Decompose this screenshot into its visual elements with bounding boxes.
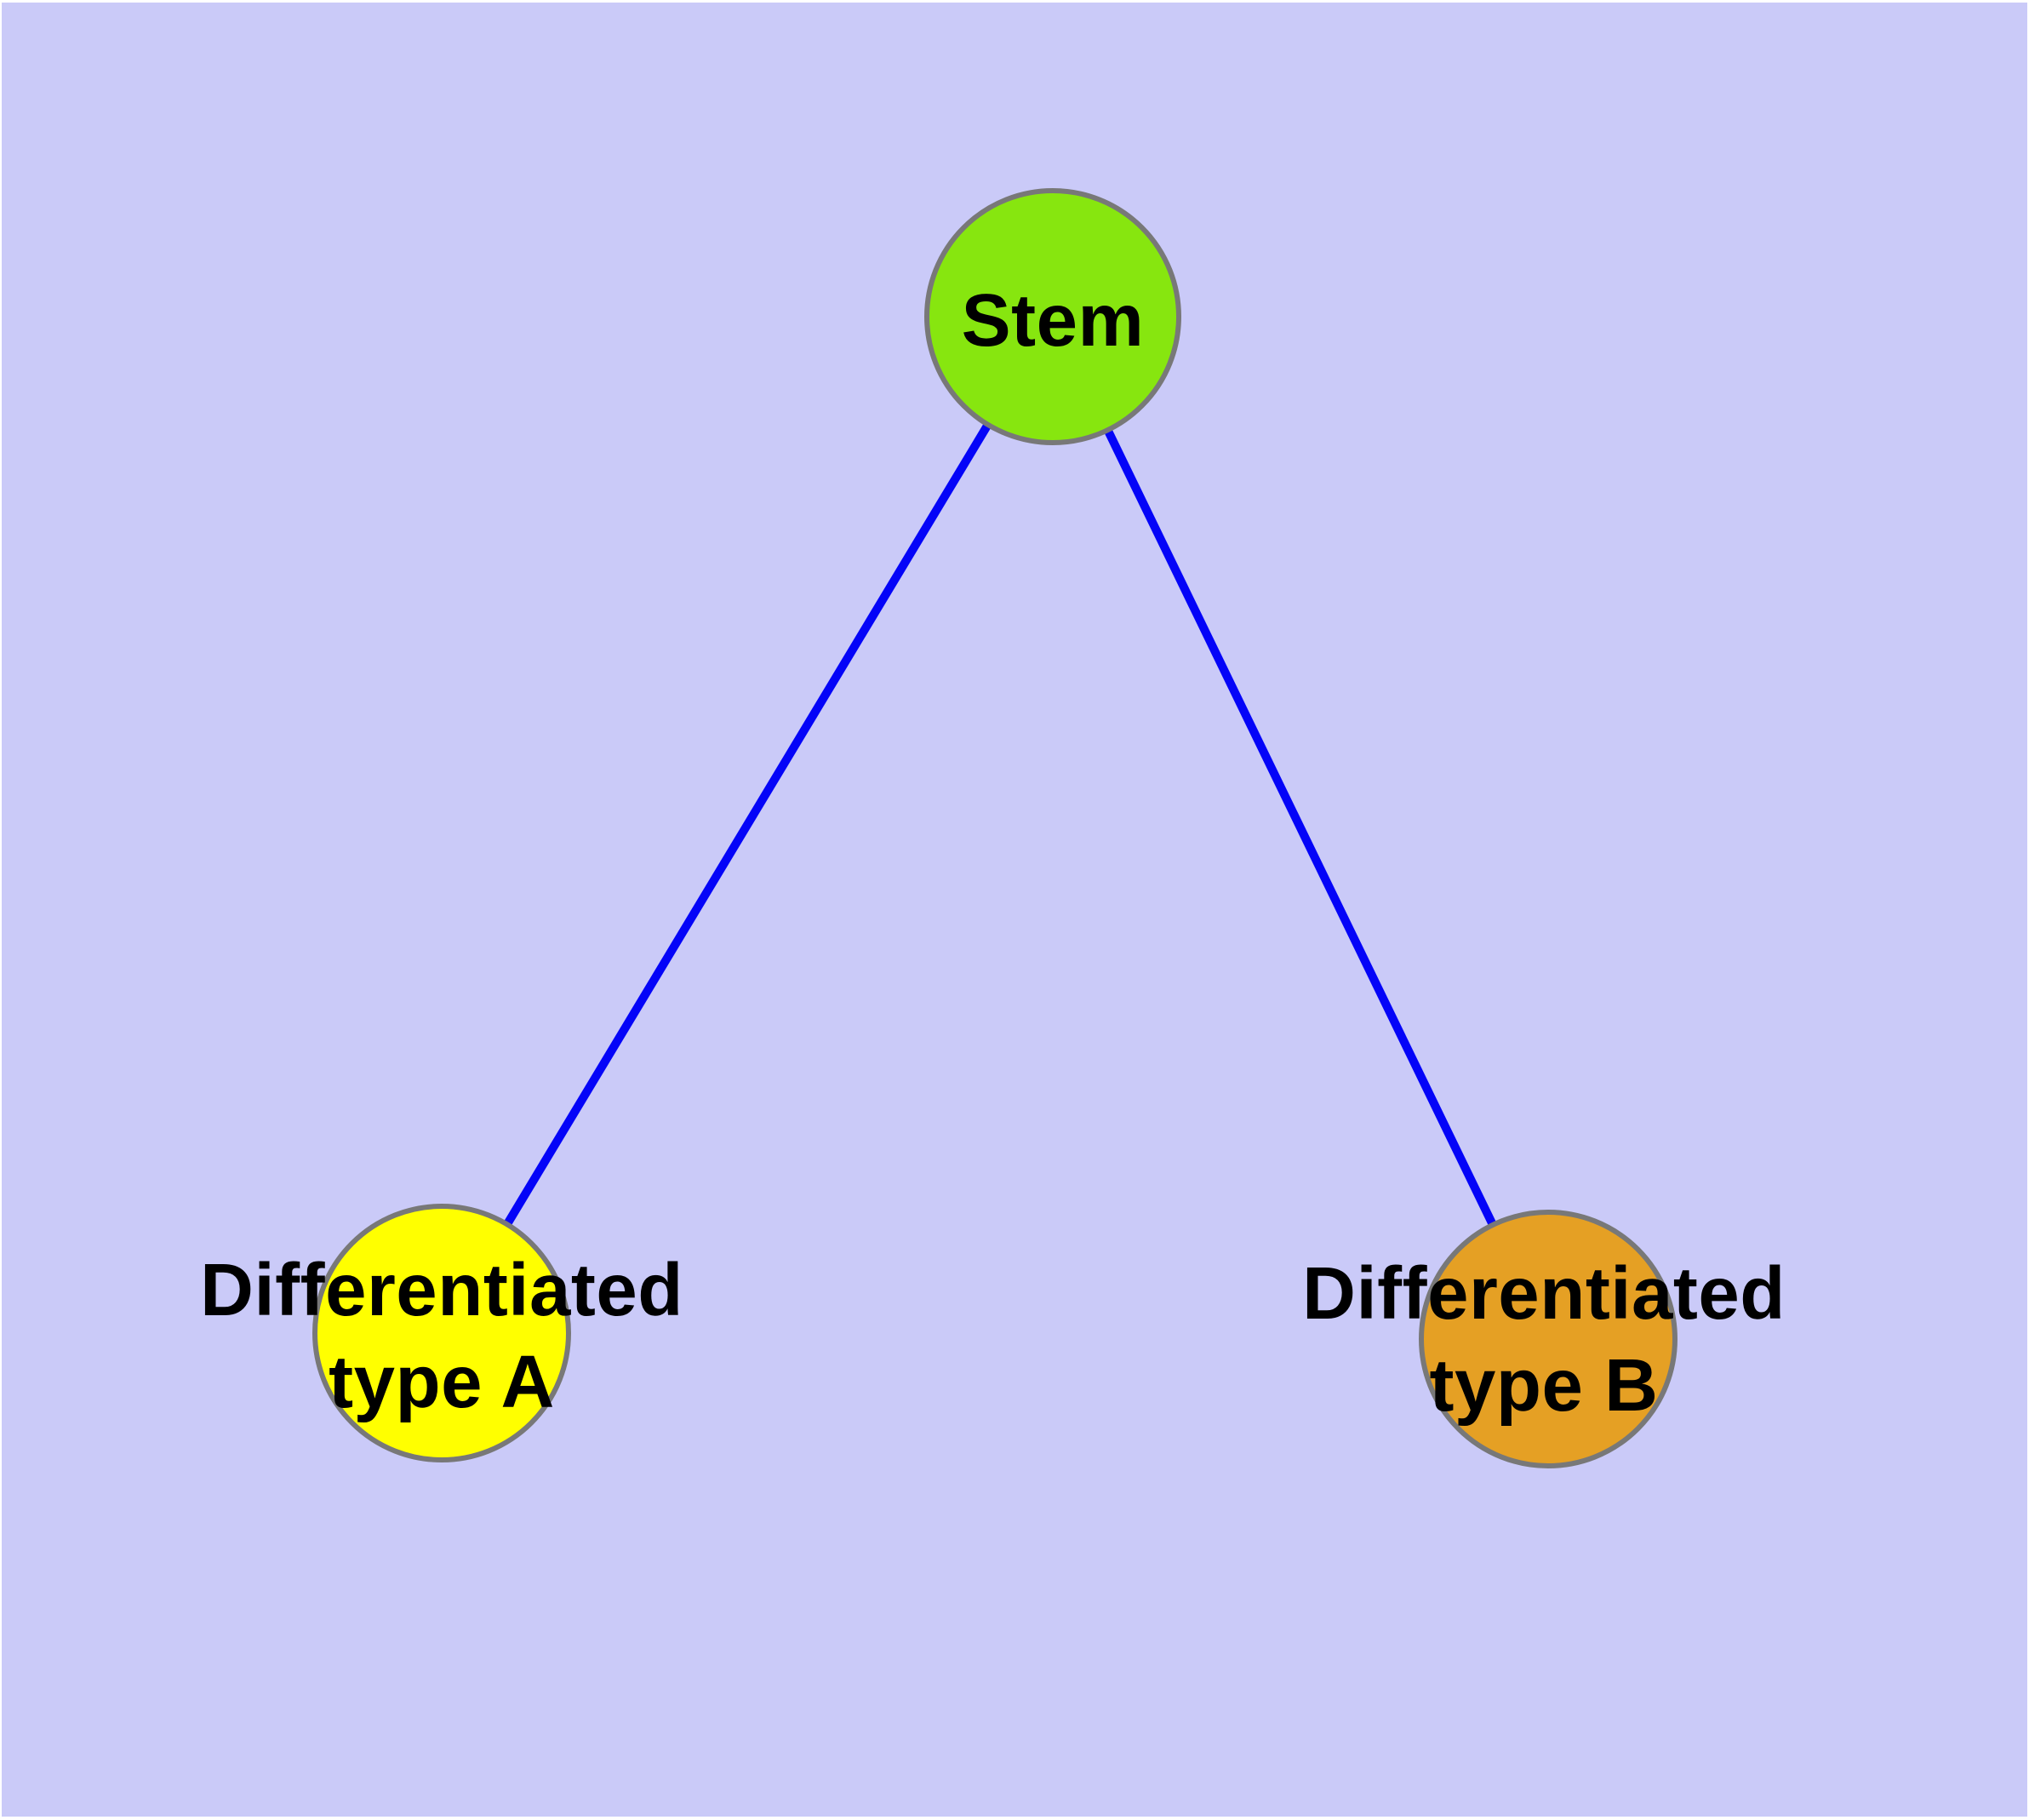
edge-stem-to-type-b (1049, 314, 1552, 1342)
node-differentiated-type-b-label: Differentiated type B (1302, 1252, 1786, 1427)
edge-stem-to-type-a (437, 314, 1057, 1336)
node-stem (924, 188, 1181, 445)
node-differentiated-type-b (1419, 1210, 1677, 1468)
node-differentiated-type-a (312, 1204, 571, 1462)
diagram-canvas: Stem Differentiated type A Differentiate… (2, 3, 2027, 1817)
node-differentiated-type-a-label: Differentiated type A (200, 1249, 683, 1423)
node-stem-label: Stem (961, 279, 1145, 362)
graph-svg (2, 3, 2027, 1817)
